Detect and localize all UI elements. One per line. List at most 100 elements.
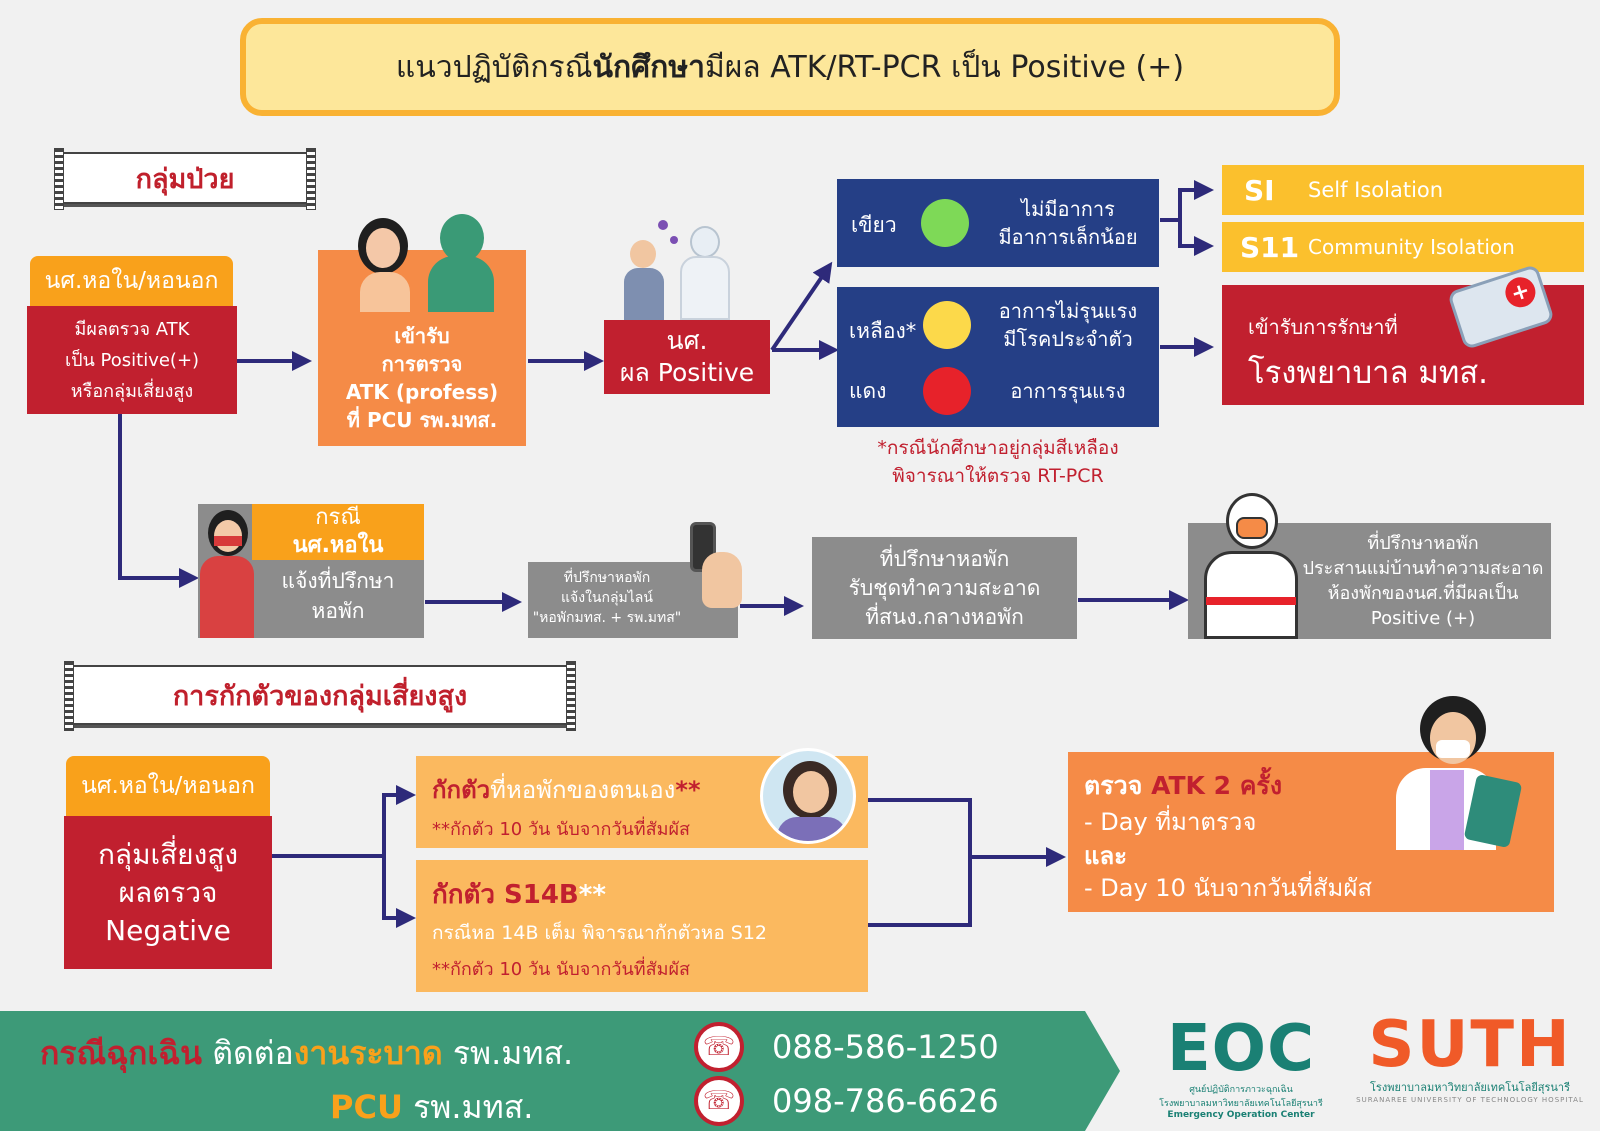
atk-test-line3: ATK (profess) <box>345 380 499 404</box>
footer-contact: ติดต่อ <box>202 1034 294 1072</box>
quarantine-start-tag-text: นศ.หอใน/หอนอก <box>81 773 255 799</box>
quarantine-banner-text: การกักตัวของกลุ่มเสี่ยงสูง <box>172 680 468 712</box>
si-text: Self Isolation <box>1308 178 1444 202</box>
green-line1: ไม่มีอาการ <box>1021 197 1115 221</box>
clean-line3: ห้องพักของนศ.ที่มีผลเป็น <box>1327 583 1519 604</box>
green-line2: มีอาการเล็กน้อย <box>998 225 1138 249</box>
atk-test-text: เข้ารับ การตรวจ ATK (profess) ที่ PCU รพ… <box>318 322 526 434</box>
yellow-label: เหลือง* <box>849 319 917 343</box>
s14b-bold: กักตัว S14B <box>432 880 579 910</box>
dorm-case-line3: แจ้งที่ปรึกษา <box>281 569 395 593</box>
s14b-title: กักตัว S14B** <box>432 874 606 915</box>
title-prefix: แนวปฏิบัติกรณี <box>395 49 593 85</box>
hospital-line1: เข้ารับการรักษาที่ <box>1248 315 1398 339</box>
yellow-red-severity-box: เหลือง* อาการไม่รุนแรง มีโรคประจำตัว แดง… <box>837 287 1159 427</box>
notify-line3: "หอพักมทส. + รพ.มทส" <box>532 610 682 626</box>
positive-result-box: นศ. ผล Positive <box>604 320 770 394</box>
green-text: ไม่มีอาการ มีอาการเล็กน้อย <box>983 187 1153 259</box>
yellow-line2: มีโรคประจำตัว <box>1003 327 1133 351</box>
self-quarantine-note: **กักตัว 10 วัน นับจากวันที่สัมผัส <box>432 819 691 840</box>
footer-pcu-rest: รพ.มทส. <box>402 1088 534 1126</box>
phone-number-2[interactable]: 098-786-6626 <box>772 1082 999 1120</box>
sick-group-banner-text: กลุ่มป่วย <box>135 163 235 195</box>
ppe-worker-illustration <box>1202 493 1298 639</box>
hospital-box: เข้ารับการรักษาที่ โรงพยาบาล มทส. + <box>1222 263 1584 405</box>
quarantine-person-illustration <box>760 748 856 844</box>
atk-twice-line1: - Day ที่มาตรวจ <box>1084 808 1257 836</box>
clean-line4: Positive (+) <box>1370 608 1476 629</box>
yellow-text: อาการไม่รุนแรง มีโรคประจำตัว <box>983 293 1153 357</box>
atk-test-line2: การตรวจ <box>381 352 463 376</box>
doctor-illustration <box>1386 696 1536 896</box>
notify-line1: ที่ปรึกษาหอพัก <box>563 570 651 586</box>
footer-pcu: PCU <box>330 1088 403 1126</box>
atk-test-line4: ที่ PCU รพ.มทส. <box>346 408 498 432</box>
red-label: แดง <box>849 379 887 403</box>
yellow-dot <box>923 301 971 349</box>
rt-pcr-note-line1: *กรณีนักศึกษาอยู่กลุ่มสีเหลือง <box>877 437 1119 459</box>
eoc-sub1: ศูนย์ปฏิบัติการภาวะฉุกเฉิน <box>1189 1085 1293 1095</box>
si-box: SI Self Isolation <box>1222 165 1584 215</box>
footer-dept: งานระบาด <box>293 1034 443 1072</box>
kit-line1: ที่ปรึกษาหอพัก <box>879 546 1010 571</box>
self-quarantine-rest: ที่หอพักของตนเอง <box>490 776 676 804</box>
s14b-note: **กักตัว 10 วัน นับจากวันที่สัมผัส <box>432 959 691 980</box>
page-title: แนวปฏิบัติกรณีนักศึกษามีผล ATK/RT-PCR เป… <box>240 18 1340 116</box>
red-dot <box>923 367 971 415</box>
suth-logo-text: SUTH <box>1368 1008 1572 1082</box>
footer-line2: PCU รพ.มทส. <box>330 1082 533 1131</box>
footer-hosp: รพ.มทส. <box>442 1034 574 1072</box>
eoc-sub3: Emergency Operation Center <box>1167 1110 1315 1120</box>
si-code: SI <box>1244 173 1275 207</box>
atk-twice-pre: ตรวจ <box>1084 771 1152 800</box>
atk-twice-title: ตรวจ ATK 2 ครั้ง <box>1084 766 1282 806</box>
green-severity-box: เขียว ไม่มีอาการ มีอาการเล็กน้อย <box>837 179 1159 267</box>
footer-banner <box>0 1011 1120 1131</box>
atk-test-box: เข้ารับ การตรวจ ATK (profess) ที่ PCU รพ… <box>318 214 526 446</box>
dorm-case-text: แจ้งที่ปรึกษา หอพัก <box>252 566 424 626</box>
kit-line2: รับชุดทำความสะอาด <box>848 575 1041 600</box>
quarantine-start-box: กลุ่มเสี่ยงสูง ผลตรวจ Negative <box>64 816 272 969</box>
eoc-logo: EOC ศูนย์ปฏิบัติการภาวะฉุกเฉิน โรงพยาบาล… <box>1156 1016 1326 1120</box>
atk-twice-line2: และ <box>1084 842 1128 870</box>
positive-line1: นศ. <box>666 326 708 355</box>
kit-line3: ที่สนง.กลางหอพัก <box>865 604 1024 629</box>
atk-twice-box: ตรวจ ATK 2 ครั้ง - Day ที่มาตรวจ และ - D… <box>1068 696 1554 912</box>
phone-number-1[interactable]: 088-586-1250 <box>772 1028 999 1066</box>
sick-start-tag: นศ.หอใน/หอนอก <box>30 256 233 306</box>
atk-twice-highlight: ATK 2 ครั้ง <box>1151 771 1283 800</box>
notify-line2: แจ้งในกลุ่มไลน์ <box>561 590 653 606</box>
cleaning-coordination-box: ที่ปรึกษาหอพัก ประสานแม่บ้านทำความสะอาด … <box>1188 493 1551 639</box>
atk-test-line1: เข้ารับ <box>394 324 450 348</box>
notify-text: ที่ปรึกษาหอพัก แจ้งในกลุ่มไลน์ "หอพักมทส… <box>532 568 682 628</box>
phone-hand-icon <box>686 522 742 638</box>
red-text: อาการรุนแรง <box>983 375 1153 407</box>
s11-box: S11 Community Isolation <box>1222 222 1584 272</box>
quarantine-banner: การกักตัวของกลุ่มเสี่ยงสูง <box>64 661 576 731</box>
s11-text: Community Isolation <box>1308 235 1515 259</box>
rt-pcr-note: *กรณีนักศึกษาอยู่กลุ่มสีเหลือง พิจารณาให… <box>837 434 1159 490</box>
s14b-line2: กรณีหอ 14B เต็ม พิจารณากักตัวหอ S12 <box>432 922 768 944</box>
dorm-case-line1: กรณี <box>315 505 361 530</box>
cleaning-kit-box: ที่ปรึกษาหอพัก รับชุดทำความสะอาด ที่สนง.… <box>812 537 1077 639</box>
eoc-logo-text: EOC <box>1166 1012 1316 1086</box>
clean-text: ที่ปรึกษาหอพัก ประสานแม่บ้านทำความสะอาด … <box>1298 531 1548 631</box>
footer-emergency: กรณีฉุกเฉิน <box>40 1034 203 1072</box>
clean-line2: ประสานแม่บ้านทำความสะอาด <box>1302 558 1544 579</box>
self-quarantine-stars: ** <box>675 776 701 804</box>
green-dot <box>921 199 969 247</box>
quarantine-start-line2: ผลตรวจ <box>118 875 218 909</box>
sick-start-line2: เป็น Positive(+) <box>64 349 200 371</box>
self-quarantine-box: กักตัวที่หอพักของตนเอง** **กักตัว 10 วัน… <box>416 748 868 848</box>
hospital-line2: โรงพยาบาล มทส. <box>1248 355 1489 391</box>
red-line1: อาการรุนแรง <box>1010 379 1126 403</box>
swab-test-illustration <box>348 210 494 312</box>
sick-start-line3: หรือกลุ่มเสี่ยงสูง <box>70 380 194 402</box>
quarantine-start-tag: นศ.หอใน/หอนอก <box>66 756 270 816</box>
self-quarantine-title: กักตัวที่หอพักของตนเอง** <box>432 770 701 809</box>
self-quarantine-bold: กักตัว <box>432 776 491 804</box>
sick-start-box: มีผลตรวจ ATK เป็น Positive(+) หรือกลุ่มเ… <box>27 306 237 414</box>
green-label: เขียว <box>851 213 897 237</box>
notify-line-box: ที่ปรึกษาหอพัก แจ้งในกลุ่มไลน์ "หอพักมทส… <box>528 522 742 638</box>
